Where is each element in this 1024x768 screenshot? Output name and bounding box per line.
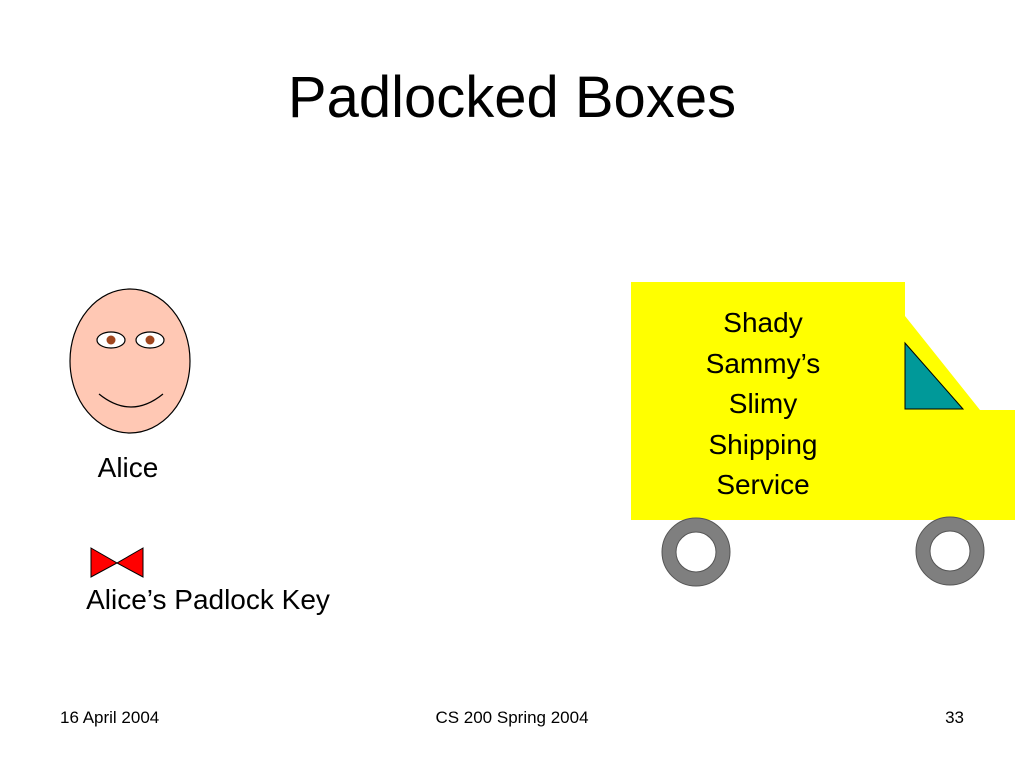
padlock-key-icon — [90, 547, 144, 578]
padlock-key-label: Alice’s Padlock Key — [86, 584, 330, 615]
face-outline — [69, 288, 191, 434]
truck-text-line: Shady — [723, 307, 803, 338]
alice-label: Alice — [97, 452, 159, 483]
truck-text-line: Service — [716, 469, 810, 500]
truck-text-line: Sammy’s — [705, 347, 821, 379]
truck-window — [904, 341, 965, 410]
footer-course: CS 200 Spring 2004 — [435, 708, 589, 727]
truck-rear-wheel — [915, 516, 985, 586]
left-eye — [96, 331, 126, 349]
truck-text-line: Slimy — [728, 388, 798, 419]
smile — [98, 393, 164, 408]
truck-company-name: Shady Sammy’s Slimy Shipping Service — [633, 303, 893, 506]
footer-date: 16 April 2004 — [60, 708, 160, 727]
truck-text-line: Shipping — [708, 428, 818, 460]
truck-cab — [905, 316, 1015, 520]
truck-front-wheel — [661, 517, 731, 587]
alice-face — [69, 288, 191, 434]
shipping-truck — [631, 282, 1015, 587]
right-eye — [135, 331, 165, 349]
slide-title: Padlocked Boxes — [287, 65, 737, 130]
footer-page-number: 33 — [945, 708, 964, 727]
truck-cargo-box — [631, 282, 905, 520]
